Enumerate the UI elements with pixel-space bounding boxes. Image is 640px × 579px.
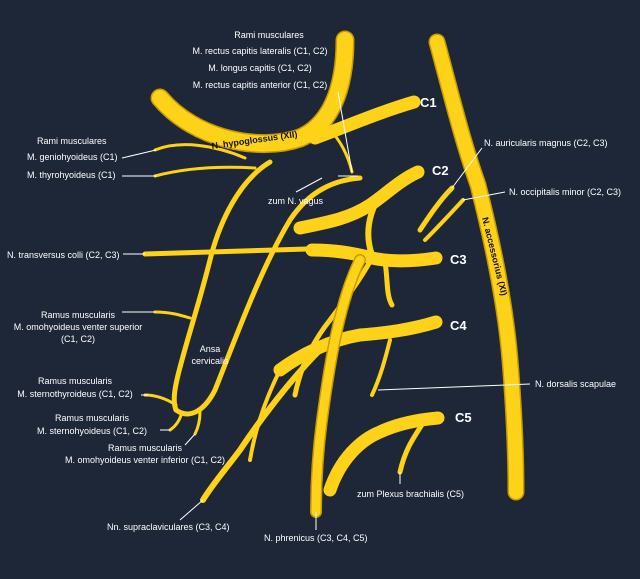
plexus-brachialis-branch (397, 417, 428, 475)
ansa-superior-root (171, 159, 273, 413)
label-zum-vagus: zum N. vagus (268, 196, 324, 206)
label-omohyoideus-sup-1: Ramus muscularis (41, 310, 116, 320)
segment-c4: C4 (450, 318, 467, 333)
ansa-inferior-root (173, 175, 363, 417)
omohyoideus-sup-branch (153, 310, 192, 320)
segment-labels: C1 C2 C3 C4 C5 (420, 95, 472, 425)
accessory-nerve (430, 35, 523, 499)
label-supraclaviculares: Nn. supraclaviculares (C3, C4) (107, 522, 230, 532)
label-ansa-2: cervicalis (191, 356, 229, 366)
label-omohyoideus-sup-3: (C1, C2) (61, 334, 95, 344)
label-occipitalis-minor: N. occipitalis minor (C2, C3) (509, 187, 621, 197)
label-rami-musculares-left: Rami musculares (37, 136, 107, 146)
label-rami-musculares-top: Rami musculares (234, 30, 304, 40)
label-transversus-colli: N. transversus colli (C2, C3) (7, 250, 120, 260)
label-rectus-capitis-lateralis: M. rectus capitis lateralis (C1, C2) (192, 46, 327, 56)
phrenic-nerve (311, 255, 365, 517)
c2-c3-loop (365, 192, 383, 258)
auricularis-magnus (417, 185, 455, 233)
label-sternothyroideus-2: M. sternothyroideus (C1, C2) (17, 389, 133, 399)
c2-root (293, 165, 425, 235)
label-omohyoideus-inf-2: M. omohyoideus venter inferior (C1, C2) (65, 455, 225, 465)
sternohyoideus-branch (168, 410, 184, 432)
label-omohyoideus-sup-2: M. omohyoideus venter superior (14, 322, 143, 332)
hypoglossal-nerve (152, 32, 353, 152)
label-thyrohyoideus: M. thyrohyoideus (C1) (27, 170, 116, 180)
thyrohyoideus-branch (153, 165, 257, 178)
c4-root (273, 315, 443, 377)
label-omohyoideus-inf-1: Ramus muscularis (108, 443, 183, 453)
label-rectus-capitis-anterior: M. rectus capitis anterior (C1, C2) (193, 80, 328, 90)
nerves (142, 30, 525, 518)
supraclavicular-branch-1 (200, 347, 323, 503)
label-sternohyoideus-2: M. sternohyoideus (C1, C2) (37, 426, 147, 436)
c3-branch-down (382, 259, 395, 308)
segment-c1: C1 (420, 95, 437, 110)
label-ansa-1: Ansa (200, 344, 221, 354)
label-sternothyroideus-1: Ramus muscularis (38, 376, 113, 386)
c5-root (323, 411, 445, 497)
transversus-colli (142, 245, 343, 257)
occipitalis-minor (423, 198, 465, 242)
annotation-labels: Rami musculares M. rectus capitis latera… (7, 30, 621, 543)
label-plexus-brachialis: zum Plexus brachialis (C5) (357, 489, 464, 499)
label-phrenicus: N. phrenicus (C3, C4, C5) (264, 533, 368, 543)
dorsalis-scapulae (370, 338, 392, 397)
omohyoideus-inf-branch (193, 410, 202, 436)
leader-lines (121, 91, 531, 530)
geniohyoideus-branch (153, 143, 247, 160)
label-longus-capitis: M. longus capitis (C1, C2) (208, 63, 312, 73)
label-auricularis-magnus: N. auricularis magnus (C2, C3) (484, 138, 608, 148)
label-sternohyoideus-1: Ramus muscularis (55, 413, 130, 423)
label-dorsalis-scapulae: N. dorsalis scapulae (535, 379, 616, 389)
segment-c5: C5 (455, 410, 472, 425)
supraclavicular-branch-2 (248, 368, 282, 462)
c1-root (308, 95, 421, 145)
label-geniohyoideus: M. geniohyoideus (C1) (27, 152, 118, 162)
sternothyroideus-branch (143, 393, 178, 407)
segment-c3: C3 (450, 252, 467, 267)
segment-c2: C2 (432, 163, 449, 178)
